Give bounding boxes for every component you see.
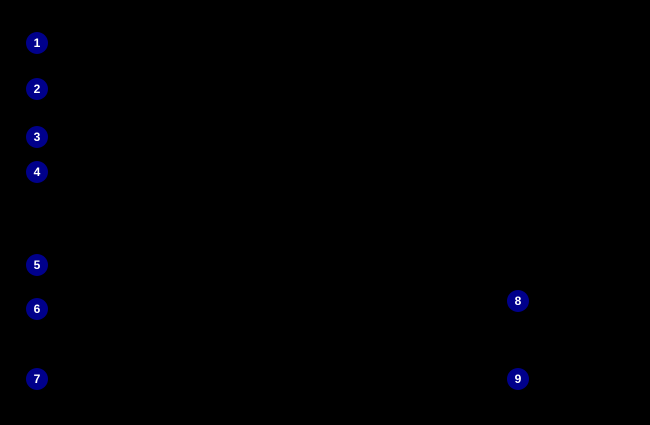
numbered-callout-marker-4: 4 xyxy=(26,161,48,183)
numbered-callout-marker-6: 6 xyxy=(26,298,48,320)
numbered-callout-marker-5: 5 xyxy=(26,254,48,276)
numbered-callout-marker-1: 1 xyxy=(26,32,48,54)
numbered-callout-marker-7: 7 xyxy=(26,368,48,390)
numbered-callout-marker-2: 2 xyxy=(26,78,48,100)
numbered-callout-marker-8: 8 xyxy=(507,290,529,312)
numbered-callout-marker-9: 9 xyxy=(507,368,529,390)
numbered-callout-marker-3: 3 xyxy=(26,126,48,148)
